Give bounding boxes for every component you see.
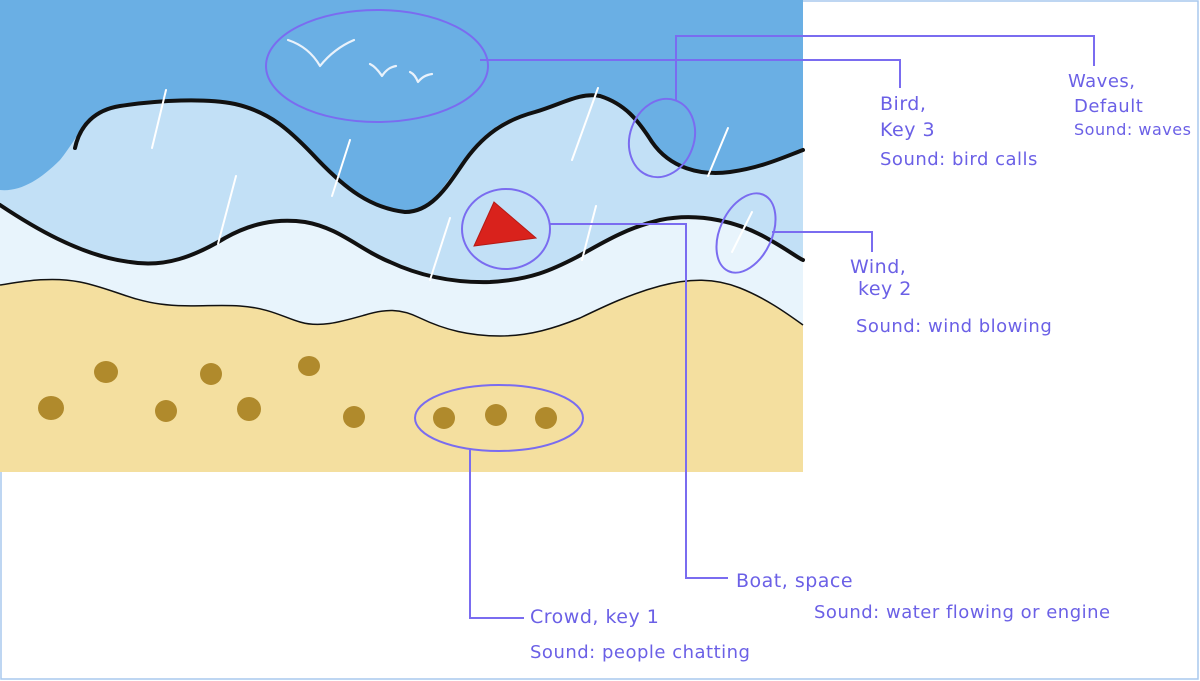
annotations — [265, 9, 1095, 619]
crowd-label: Crowd, key 1 Sound: people chatting — [530, 606, 751, 664]
person-dot — [485, 404, 507, 426]
person-dot — [200, 363, 222, 385]
waves-leader-line — [675, 35, 1095, 100]
person-dot — [237, 397, 261, 421]
wind-streak — [731, 211, 753, 253]
boat-callout-ellipse — [461, 188, 551, 270]
bird-icon — [368, 62, 398, 78]
boat-sound: Sound: water flowing or engine — [814, 601, 1111, 623]
crowd-leader-line — [469, 450, 524, 619]
waves-name: Waves, — [1068, 71, 1136, 92]
person-dot — [94, 361, 118, 383]
waves-sound: Sound: waves — [1074, 120, 1192, 140]
wind-name: Wind, — [850, 256, 907, 278]
bird-sound: Sound: bird calls — [880, 148, 1038, 170]
waves-callout-ellipse — [627, 97, 697, 179]
wind-streak — [581, 205, 597, 261]
boat-icon — [473, 201, 538, 247]
waves-key: Default — [1074, 95, 1144, 117]
wind-key: key 2 — [858, 277, 912, 300]
shoreline — [0, 278, 804, 337]
bird-leader-line — [480, 59, 901, 88]
person-dot — [155, 400, 177, 422]
boat-label: Boat, space Sound: water flowing or engi… — [736, 570, 1111, 624]
boat-name: Boat, space — [736, 570, 854, 592]
inner-wave-line — [0, 203, 805, 285]
bird-label: Bird, Key 3 Sound: bird calls — [880, 93, 1038, 170]
wind-streak — [571, 87, 599, 161]
crowd-sound: Sound: people chatting — [530, 641, 751, 663]
bird-name: Bird, — [880, 93, 927, 115]
crowd-name: Crowd, key 1 — [530, 606, 660, 628]
wind-streak — [217, 175, 237, 245]
person-dot — [535, 407, 557, 429]
bird-icon — [408, 70, 434, 84]
wind-sound: Sound: wind blowing — [856, 315, 1053, 337]
wind-callout-ellipse — [715, 192, 777, 274]
crowd-dots — [38, 356, 557, 429]
wind-streak — [429, 217, 451, 281]
person-dot — [38, 396, 64, 420]
wind-streak — [331, 139, 351, 197]
person-dot — [433, 407, 455, 429]
wind-leader-line — [772, 231, 873, 252]
bird-callout-ellipse — [265, 9, 489, 123]
boat-leader-line — [550, 223, 728, 579]
person-dot — [298, 356, 320, 376]
wind-streak — [151, 89, 167, 149]
waves-label: Waves, Default Sound: waves — [1068, 71, 1192, 140]
bird-key: Key 3 — [880, 118, 936, 141]
wind-streaks — [151, 87, 753, 281]
wind-streak — [707, 127, 729, 177]
person-dot — [343, 406, 365, 428]
birds-icon — [286, 38, 434, 84]
bird-icon — [286, 38, 356, 68]
sand — [0, 279, 803, 472]
wind-label: Wind, key 2 Sound: wind blowing — [850, 256, 1053, 337]
outer-wave-line — [73, 93, 805, 215]
crowd-callout-ellipse — [414, 384, 584, 452]
